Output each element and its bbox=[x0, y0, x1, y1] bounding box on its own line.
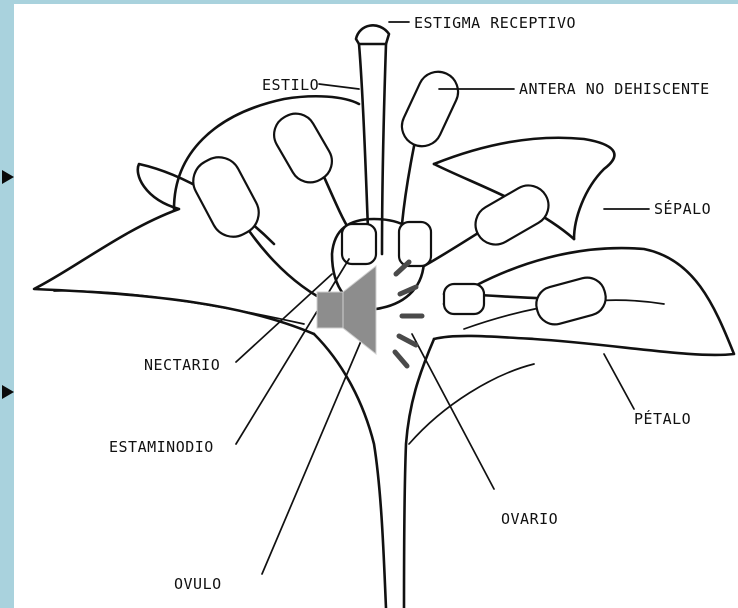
speaker-box bbox=[317, 292, 343, 328]
label-antera-no-dehiscente: ANTERA NO DEHISCENTE bbox=[519, 80, 710, 98]
speaker-icon[interactable] bbox=[317, 262, 422, 366]
anther-2 bbox=[267, 106, 339, 189]
speaker-cone bbox=[343, 266, 376, 354]
stigma-top bbox=[356, 25, 389, 44]
receptacle-right bbox=[404, 339, 434, 608]
anther-6 bbox=[342, 224, 376, 264]
left-border bbox=[0, 0, 14, 608]
label-nectario: NECTARIO bbox=[144, 356, 220, 374]
style-left bbox=[359, 44, 369, 254]
label-estilo: ESTILO bbox=[262, 76, 319, 94]
flower-diagram-slide: ESTIGMA RECEPTIVO ESTILO ANTERA NO DEHIS… bbox=[14, 4, 738, 608]
leader-petalo bbox=[604, 354, 634, 409]
leader-ovario bbox=[412, 334, 494, 489]
left-petal-inner bbox=[54, 291, 304, 324]
style-right bbox=[382, 44, 386, 254]
anther-4 bbox=[468, 178, 556, 252]
flower-diagram: ESTIGMA RECEPTIVO ESTILO ANTERA NO DEHIS… bbox=[14, 4, 738, 608]
anther-8 bbox=[444, 284, 484, 314]
label-estigma-receptivo: ESTIGMA RECEPTIVO bbox=[414, 14, 576, 32]
anther-1 bbox=[186, 150, 267, 245]
leader-estilo bbox=[319, 84, 359, 89]
label-estaminodio: ESTAMINODIO bbox=[109, 438, 214, 456]
label-petalo: PÉTALO bbox=[634, 409, 691, 428]
receptacle-left bbox=[314, 334, 386, 608]
pedicel-line bbox=[409, 364, 534, 444]
anther-7 bbox=[399, 222, 431, 266]
nav-arrow-icon[interactable] bbox=[2, 385, 14, 399]
label-ovulo: OVULO bbox=[174, 575, 222, 593]
label-sepalo: SÉPALO bbox=[654, 199, 711, 218]
left-petal-outline bbox=[34, 164, 314, 334]
sound-wave-5 bbox=[395, 352, 407, 366]
nav-arrow-icon[interactable] bbox=[2, 170, 14, 184]
leader-estaminodio bbox=[236, 259, 349, 444]
anther-3 bbox=[395, 65, 464, 153]
label-ovario: OVARIO bbox=[501, 510, 558, 528]
leader-ovulo bbox=[262, 334, 364, 574]
anther-5 bbox=[532, 274, 609, 329]
sound-wave-2 bbox=[400, 287, 416, 294]
